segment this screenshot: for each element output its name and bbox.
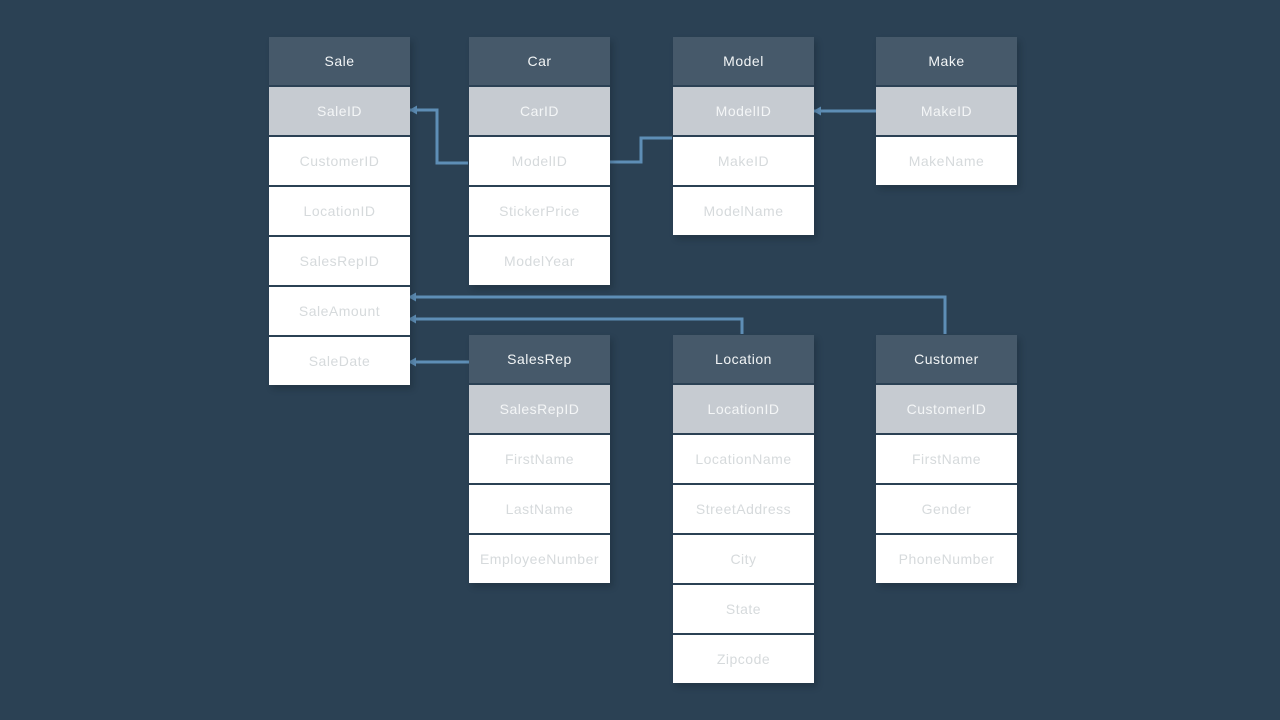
entity-customer-primary-key-field: CustomerID xyxy=(876,385,1017,433)
entity-sale-field-saleamount: SaleAmount xyxy=(269,287,410,335)
entity-car-field-stickerprice: StickerPrice xyxy=(469,187,610,235)
connector-sale-saleid-to-car-modelid xyxy=(410,108,468,165)
entity-location-title: Location xyxy=(673,335,814,383)
entity-model-title: Model xyxy=(673,37,814,85)
entity-customer-field-phonenumber: PhoneNumber xyxy=(876,535,1017,583)
entity-location-primary-key-field: LocationID xyxy=(673,385,814,433)
entity-salesrep-field-employeenumber: EmployeeNumber xyxy=(469,535,610,583)
entity-car-title: Car xyxy=(469,37,610,85)
entity-salesrep-field-lastname: LastName xyxy=(469,485,610,533)
entity-make-title: Make xyxy=(876,37,1017,85)
connector-sale-saleamount-to-customer-arrowhead-icon xyxy=(408,292,416,302)
entity-sale-primary-key-field: SaleID xyxy=(269,87,410,135)
connector-sale-saleamount-to-location xyxy=(409,317,744,334)
entity-customer-field-firstname: FirstName xyxy=(876,435,1017,483)
connector-sale-saleamount-to-location-arrowhead-icon xyxy=(408,314,416,324)
entity-salesrep-primary-key-field: SalesRepID xyxy=(469,385,610,433)
entity-location-field-zipcode: Zipcode xyxy=(673,635,814,683)
entity-customer-field-gender: Gender xyxy=(876,485,1017,533)
connector-sale-saleamount-to-customer xyxy=(409,295,947,334)
entity-model-primary-key-field: ModelID xyxy=(673,87,814,135)
entity-car-field-modelyear: ModelYear xyxy=(469,237,610,285)
entity-location-field-city: City xyxy=(673,535,814,583)
entity-sale-title: Sale xyxy=(269,37,410,85)
entity-car-field-modelid: ModelID xyxy=(469,137,610,185)
connector-car-modelid-to-model-modelid xyxy=(610,136,672,164)
entity-sale-field-salesrepid: SalesRepID xyxy=(269,237,410,285)
entity-location-field-locationname: LocationName xyxy=(673,435,814,483)
entity-customer-title: Customer xyxy=(876,335,1017,383)
entity-salesrep-title: SalesRep xyxy=(469,335,610,383)
entity-car-primary-key-field: CarID xyxy=(469,87,610,135)
entity-salesrep-field-firstname: FirstName xyxy=(469,435,610,483)
entity-make-primary-key-field: MakeID xyxy=(876,87,1017,135)
entity-sale-field-customerid: CustomerID xyxy=(269,137,410,185)
entity-location-field-streetaddress: StreetAddress xyxy=(673,485,814,533)
entity-model-field-makeid: MakeID xyxy=(673,137,814,185)
entity-location-field-state: State xyxy=(673,585,814,633)
entity-sale-field-locationid: LocationID xyxy=(269,187,410,235)
connector-model-modelid-to-make-makeid-arrowhead-icon xyxy=(813,106,821,116)
entity-make-field-makename: MakeName xyxy=(876,137,1017,185)
entity-model-field-modelname: ModelName xyxy=(673,187,814,235)
connector-sale-saledate-to-salesrep-arrowhead-icon xyxy=(408,357,416,367)
connector-sale-saleid-to-car-modelid-arrowhead-icon xyxy=(409,105,417,115)
entity-sale-field-saledate: SaleDate xyxy=(269,337,410,385)
